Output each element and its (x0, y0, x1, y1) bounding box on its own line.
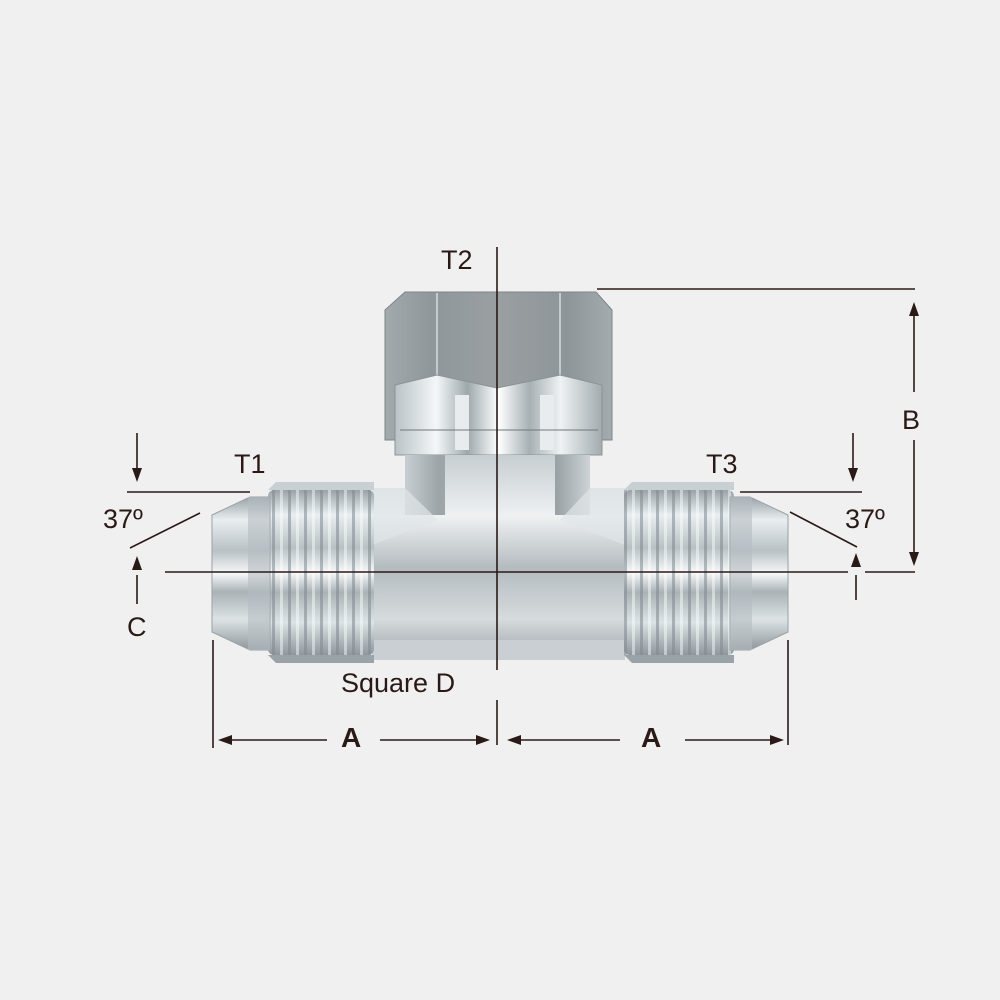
left-flare (211, 496, 271, 651)
dimension-label-square-d: Square D (341, 668, 456, 698)
dimension-label-b: B (902, 405, 921, 435)
dimension-label-a-left: A (341, 722, 362, 753)
dimension-label-c: C (127, 612, 147, 642)
angle-label-right: 37º (845, 504, 885, 534)
swivel-nut (384, 291, 613, 456)
port-label-t1: T1 (234, 449, 266, 479)
port-label-t2: T2 (441, 245, 473, 275)
angle-label-left: 37º (103, 504, 143, 534)
dimension-label-a-right: A (641, 722, 662, 753)
dimension-lines (127, 247, 915, 748)
right-flare (729, 496, 789, 651)
dimension-arrowheads (132, 302, 919, 745)
port-label-t3: T3 (706, 449, 738, 479)
tee-body (372, 455, 625, 660)
